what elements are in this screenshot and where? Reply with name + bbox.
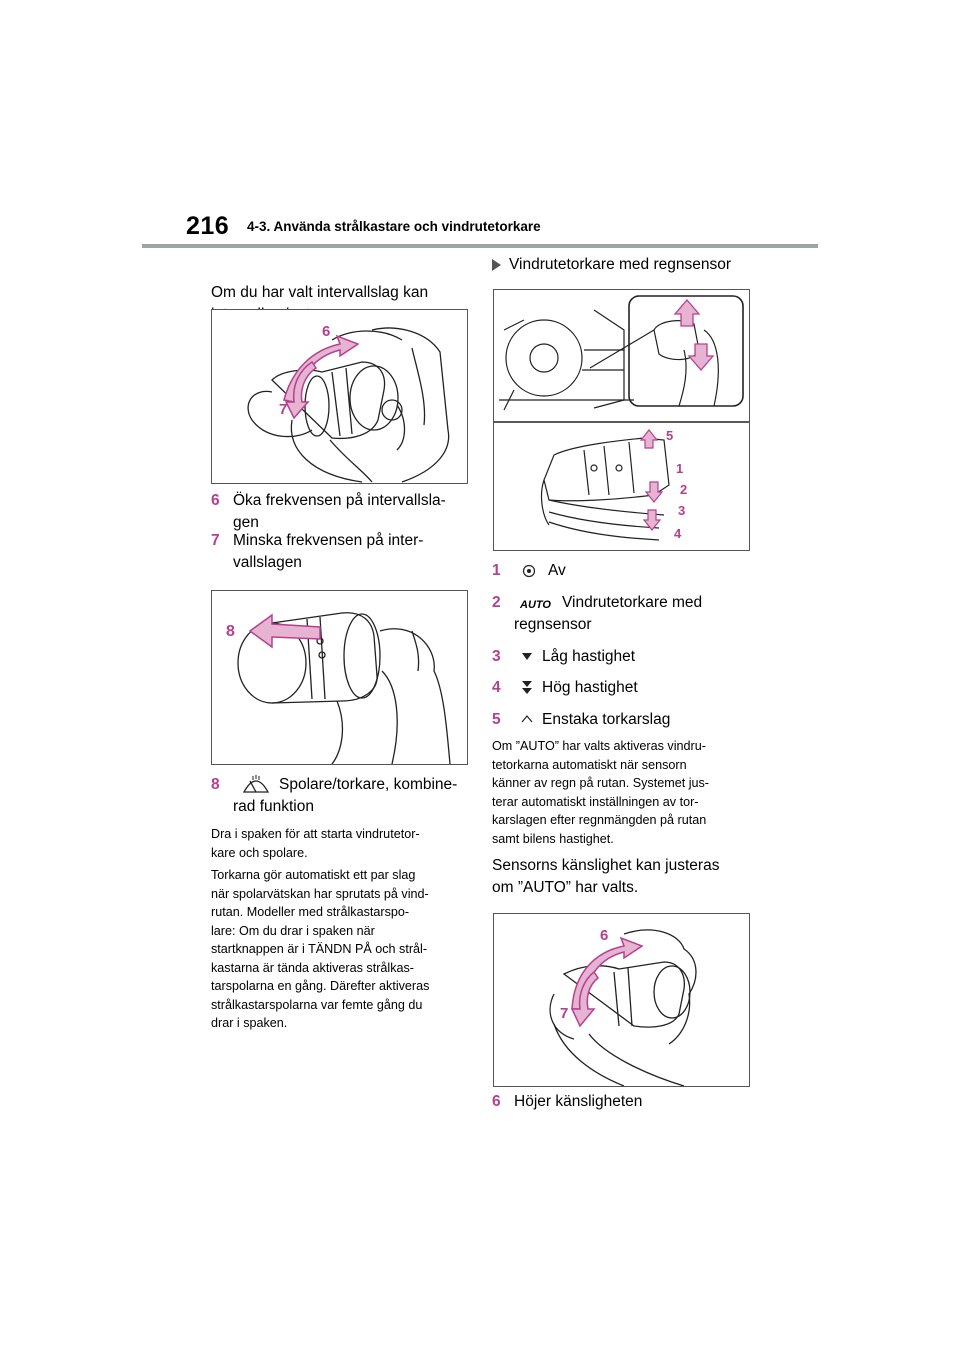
- arrow-3-icon: [642, 509, 662, 531]
- arrow-decrease-icon: [284, 360, 318, 420]
- item-number: 5: [492, 711, 501, 728]
- item-number: 2: [492, 594, 501, 611]
- figure-interval-adjust: 6 7: [211, 309, 468, 484]
- fig-label-4: 4: [674, 526, 682, 541]
- fig-label-5: 5: [666, 428, 673, 443]
- fig-label-8: 8: [226, 623, 235, 640]
- section-title: 4-3. Använda strålkastare och vindruteto…: [247, 219, 541, 234]
- item-text: Minska frekvensen på inter-: [233, 532, 424, 549]
- item-number: 3: [492, 648, 501, 665]
- auto-icon: AUTO: [520, 599, 551, 611]
- list-item: 1 Av: [492, 560, 752, 584]
- fig-label-1: 1: [676, 461, 683, 476]
- item-text: Enstaka torkarslag: [542, 711, 671, 728]
- item-text: Öka frekvensen på intervallsla-: [233, 492, 446, 509]
- off-icon: [522, 564, 536, 578]
- auto-description: Om ”AUTO” har valts aktiveras vindru-tet…: [492, 739, 710, 846]
- list-item: 7 Minska frekvensen på inter-vallslagen: [211, 530, 471, 574]
- arrow-down-icon: [687, 343, 715, 371]
- low-speed-icon: [522, 653, 532, 660]
- item-number: 6: [492, 1093, 501, 1110]
- bullet-triangle-icon: [492, 258, 501, 271]
- list-item: 5 Enstaka torkarslag: [492, 709, 752, 733]
- fig-label-6: 6: [322, 323, 330, 340]
- page-number: 216: [186, 212, 230, 240]
- figure-sensitivity: 6 7: [493, 913, 750, 1087]
- item-text: regnsensor: [514, 616, 592, 633]
- item-text: Av: [548, 562, 566, 579]
- item-number: 7: [211, 532, 220, 549]
- high-speed-icon: [522, 681, 532, 694]
- arrow-5-icon: [639, 429, 659, 449]
- list-item: 2 AUTO Vindrutetorkare med regnsensor: [492, 592, 752, 636]
- list-item: 3 Låg hastighet: [492, 646, 752, 670]
- sensitivity-lever-illustration: 6 7: [549, 927, 697, 1086]
- item-text: Låg hastighet: [542, 648, 636, 665]
- washer-lever-illustration: 8: [226, 612, 451, 764]
- list-item: 6 Höjer känsligheten: [492, 1091, 752, 1115]
- item-number: 1: [492, 562, 501, 579]
- subsection-heading: Vindrutetorkare med regnsensor: [492, 254, 731, 276]
- item-text: gen: [233, 514, 259, 531]
- washer-wiper-icon: [242, 775, 270, 793]
- figure-washer: 8: [211, 590, 468, 765]
- header-rule: [142, 244, 818, 248]
- arrow-up-icon: [673, 299, 701, 327]
- item-text: Hög hastighet: [542, 679, 638, 696]
- fig-label-2: 2: [680, 482, 687, 497]
- fig-label-7: 7: [560, 1005, 568, 1022]
- item-text: Höjer känsligheten: [514, 1093, 643, 1110]
- item-text: Spolare/torkare, kombine-: [279, 776, 458, 793]
- item-number: 6: [211, 492, 220, 509]
- list-item: 4 Hög hastighet: [492, 677, 752, 701]
- washer-description: Dra i spaken för att starta vindrutetor-…: [211, 827, 420, 860]
- fig-label-3: 3: [678, 503, 685, 518]
- arrow-2-icon: [644, 481, 664, 503]
- list-item: 8 Spolare/torkare, kombine- rad funktion: [211, 774, 471, 818]
- list-item: 6 Öka frekvensen på intervallsla-gen: [211, 490, 471, 534]
- wiper-lever-illustration: 6 7: [247, 323, 450, 483]
- single-wipe-icon: [521, 715, 533, 723]
- item-text: Vindrutetorkare med: [562, 594, 703, 611]
- steering-and-lever-illustration: 5 1 2 3 4: [494, 295, 749, 541]
- item-number: 4: [492, 679, 501, 696]
- item-text: rad funktion: [233, 798, 314, 815]
- arrow-decrease-icon: [570, 970, 600, 1028]
- item-number: 8: [211, 776, 220, 793]
- arrow-pull-icon: [248, 613, 321, 649]
- fig-label-7: 7: [279, 401, 287, 418]
- item-text: vallslagen: [233, 554, 302, 571]
- fig-label-6: 6: [600, 927, 608, 944]
- figure-rain-sensor: 5 1 2 3 4: [493, 289, 750, 551]
